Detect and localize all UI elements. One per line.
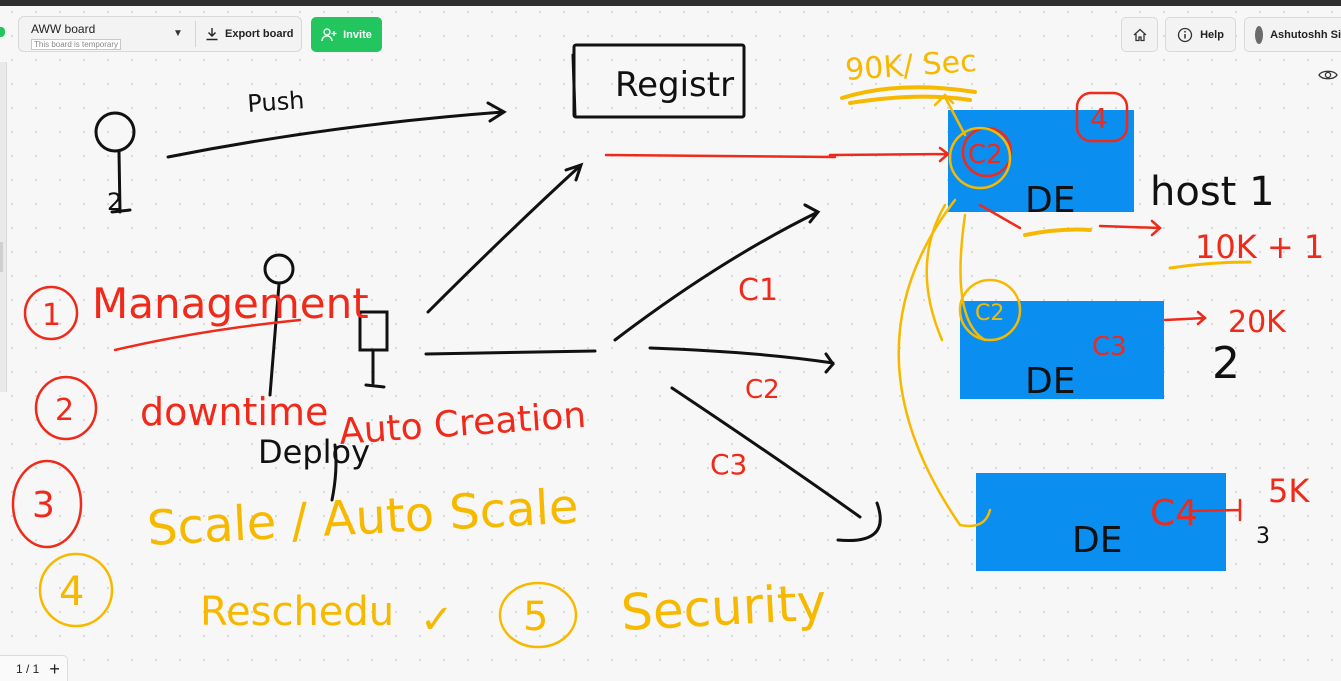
invite-button[interactable]: Invite — [311, 17, 382, 52]
page-indicator: 1 / 1 — [16, 661, 40, 676]
toolbar-divider — [195, 21, 196, 47]
host1-name: host 1 — [1150, 169, 1275, 215]
list-1-circle — [23, 285, 79, 341]
arrow-c2-label: C2 — [745, 375, 780, 405]
list-2-text: downtime — [140, 390, 328, 434]
user-name: Ashutoshh Si — [1270, 28, 1341, 41]
host1-to-host1-label-arrow — [1098, 219, 1162, 237]
host3-box[interactable] — [976, 473, 1226, 571]
rate-arrow — [933, 93, 967, 137]
host2-number: 2 — [1212, 338, 1240, 389]
deploy-node — [358, 310, 389, 352]
deploy-node-stand — [364, 350, 386, 389]
management-underline — [113, 318, 302, 352]
auto-creation-text: Auto Creation — [338, 395, 588, 453]
registry-underline — [571, 53, 577, 118]
reschedule-text: Reschedu — [200, 589, 394, 635]
host2-yellow-circle — [958, 278, 1022, 342]
user-body-1 — [110, 150, 132, 214]
left-collapse-handle[interactable] — [0, 27, 5, 37]
host3-c-label: C4 — [1150, 493, 1198, 534]
rate-highlight — [840, 85, 977, 105]
registry-to-host1-line — [604, 146, 950, 163]
registry-label: Registr — [615, 65, 734, 105]
arrow-c3-label: C3 — [710, 448, 747, 481]
arrow-c1-label: C1 — [738, 273, 778, 308]
board-menu[interactable]: AWW board This board is temporary ▼ Expo… — [18, 16, 302, 52]
host3-to-load-arrow — [1188, 498, 1242, 522]
user-head-1 — [94, 111, 136, 153]
list-1-number: 1 — [42, 298, 61, 333]
host2-c-label-b: C3 — [1092, 332, 1127, 362]
invite-icon — [321, 27, 337, 41]
host2-box[interactable] — [960, 301, 1164, 399]
list-1-text: Management — [92, 279, 369, 328]
avatar — [1255, 25, 1264, 44]
export-icon — [206, 28, 218, 41]
host1-de-highlight — [1023, 227, 1092, 237]
host3-number: 3 — [1256, 524, 1270, 549]
home-icon — [1133, 28, 1146, 41]
host1-box-label: DE — [1025, 180, 1075, 221]
deploy-line — [424, 349, 597, 356]
deploy-vertical — [330, 443, 338, 502]
host2-load: 20K — [1228, 305, 1287, 340]
list-5-number: 5 — [523, 594, 548, 640]
home-button[interactable] — [1121, 17, 1158, 52]
check-mark: ✓ — [420, 597, 454, 643]
push-arrow — [166, 101, 507, 159]
move-curve-3 — [897, 198, 992, 528]
host1-number: 4 — [1090, 102, 1108, 135]
host2-box-label: DE — [1025, 361, 1075, 402]
export-board-button[interactable]: Export board — [205, 17, 293, 51]
push-label: Push — [246, 86, 305, 118]
list-2-number: 2 — [55, 393, 74, 428]
list-5-circle — [498, 581, 578, 649]
left-toolbar-edge[interactable] — [0, 62, 7, 392]
invite-label: Invite — [343, 28, 372, 41]
board-status: This board is temporary — [31, 39, 122, 50]
host1-strike — [978, 203, 1022, 230]
eye-icon[interactable] — [1318, 68, 1338, 82]
host3-box-label: DE — [1072, 520, 1122, 561]
board-name: AWW board — [31, 22, 96, 36]
list-4-number: 4 — [59, 569, 84, 615]
chevron-down-icon[interactable]: ▼ — [173, 28, 183, 39]
scale-text: Scale / Auto Scale — [146, 478, 580, 557]
host1-load: 10K + 1 — [1195, 228, 1324, 266]
help-button[interactable]: Help — [1165, 17, 1236, 52]
c1-arrow — [613, 203, 821, 342]
rate-label: 90K/ Sec — [844, 44, 978, 88]
top-strip — [0, 0, 1341, 6]
host1-number-box — [1075, 91, 1129, 143]
list-3-circle — [11, 459, 83, 549]
host2-c-label-a: C2 — [975, 301, 1004, 326]
deploy-to-registry-arrow — [426, 162, 584, 314]
list-2-circle — [34, 375, 98, 441]
host1-load-highlight — [1168, 260, 1252, 270]
left-toolbar-grip[interactable] — [0, 242, 3, 272]
c3-arrow — [670, 386, 882, 543]
page-navigator[interactable]: 1 / 1 + — [0, 655, 68, 681]
move-curve-1 — [925, 203, 947, 342]
list-3-number: 3 — [32, 485, 55, 526]
help-icon — [1177, 27, 1193, 42]
help-label: Help — [1200, 28, 1224, 41]
c2-arrow — [648, 346, 835, 374]
host2-to-load-arrow — [1163, 310, 1207, 326]
user-menu-button[interactable]: Ashutoshh Si — [1244, 17, 1341, 52]
user-icon-number: 2 — [107, 188, 122, 216]
export-label: Export board — [225, 28, 294, 40]
user-body-2 — [268, 282, 281, 397]
add-page-button[interactable]: + — [49, 658, 60, 679]
host1-c-label: C2 — [968, 140, 1003, 170]
host1-yellow-circle — [948, 126, 1012, 190]
security-text: Security — [620, 573, 828, 642]
host3-load: 5K — [1268, 472, 1310, 510]
list-4-circle — [38, 552, 114, 628]
deploy-text: Deploy — [258, 433, 370, 471]
